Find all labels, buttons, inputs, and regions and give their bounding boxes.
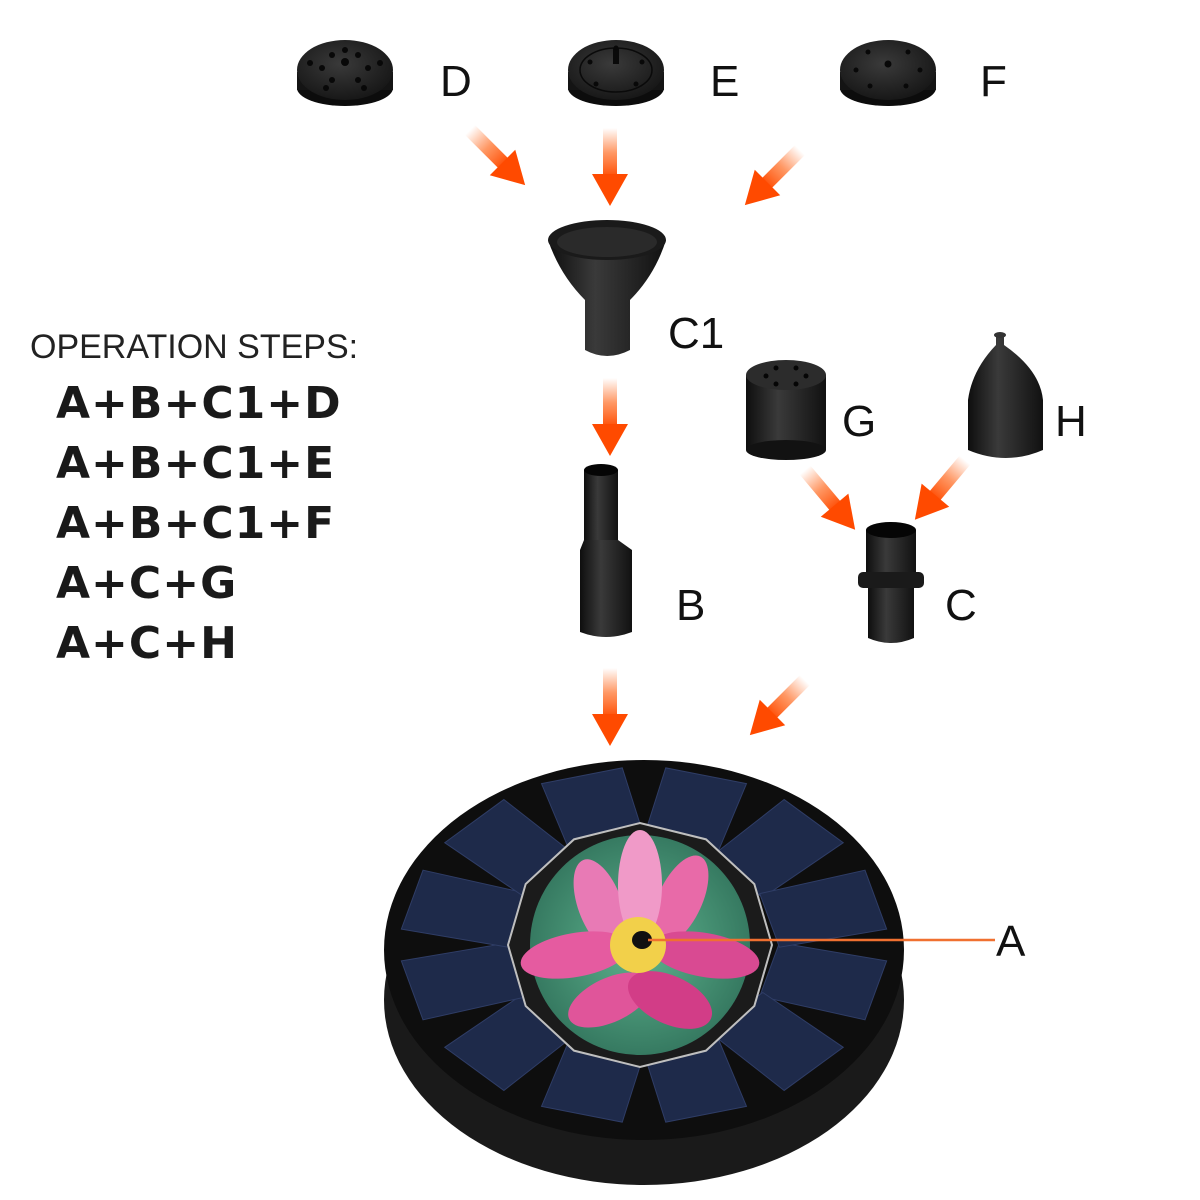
step-3: A+B+C1+F [56,498,336,549]
label-g: G [842,397,877,446]
arrow-g-to-c [791,458,869,542]
arrow-d-to-c1 [457,117,538,198]
arrow-h-to-c [901,448,979,532]
label-c1: C1 [668,309,725,358]
label-f: F [980,57,1007,106]
label-c: C [945,581,977,630]
label-a: A [996,917,1026,966]
label-e: E [710,57,740,106]
step-1: A+B+C1+D [56,378,342,429]
arrow-c-to-a [737,667,818,748]
nozzle-e [568,40,664,106]
label-d: D [440,57,472,106]
solar-cell [759,869,888,948]
arrow-e-to-c1 [592,128,628,206]
arrow-c1-to-b [592,378,628,456]
nozzle-h [968,332,1043,458]
arrow-b-to-a [592,668,628,746]
nozzle-g [746,360,826,460]
label-h: H [1055,397,1087,446]
lotus-flower [520,830,760,1029]
nozzle-d [297,40,393,106]
nozzle-f [840,40,936,106]
tube-b [580,464,632,637]
pump-outlet [632,931,652,949]
label-b: B [676,581,706,630]
operation-steps-title: OPERATION STEPS: [30,328,359,366]
step-5: A+C+H [56,618,238,669]
step-4: A+C+G [56,558,238,609]
connector-c [858,522,924,643]
arrow-f-to-c1 [732,137,813,218]
solar-base-a [384,760,904,1185]
solar-cell [759,942,888,1021]
step-2: A+B+C1+E [56,438,336,489]
funnel-c1 [548,220,666,356]
